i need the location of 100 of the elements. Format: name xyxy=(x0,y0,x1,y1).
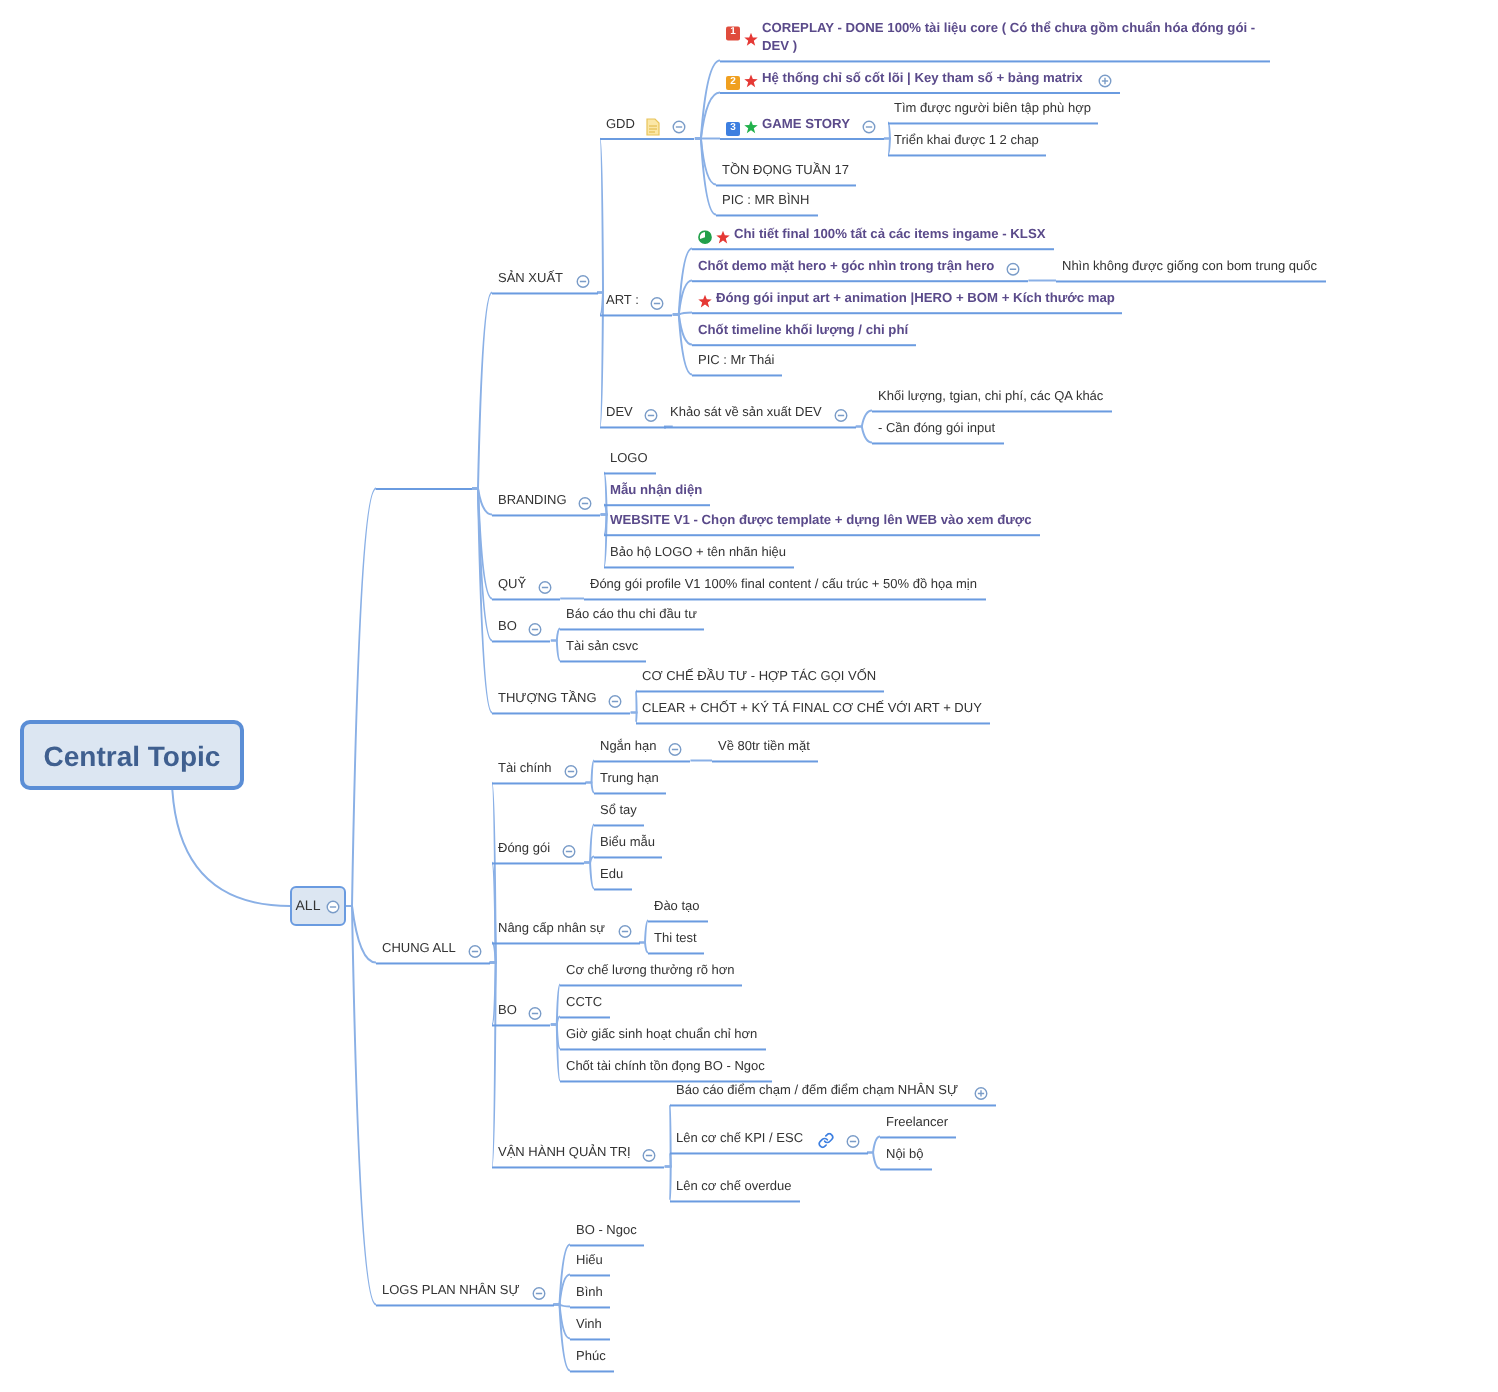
branch-line xyxy=(663,1165,672,1202)
branch-line xyxy=(488,941,497,964)
topic xyxy=(604,482,711,506)
branch-line xyxy=(866,1151,881,1170)
topic xyxy=(872,420,1004,444)
topic xyxy=(636,668,885,692)
branch-line xyxy=(583,861,595,890)
branch-line xyxy=(882,121,891,140)
topic xyxy=(560,606,705,630)
branch-line xyxy=(596,137,605,294)
topic xyxy=(570,1316,610,1340)
topic xyxy=(648,898,708,922)
topic xyxy=(560,638,647,662)
branch-line xyxy=(583,855,595,864)
topic xyxy=(560,994,611,1018)
topic xyxy=(492,576,561,600)
topic xyxy=(594,802,645,826)
topic xyxy=(664,404,856,428)
branch-line xyxy=(583,823,595,864)
topic xyxy=(600,116,695,140)
branch-line xyxy=(663,1151,672,1168)
topic xyxy=(492,1144,665,1168)
branch-line xyxy=(171,789,291,907)
branch-line xyxy=(689,759,713,762)
branch-line xyxy=(638,941,649,954)
branch-line xyxy=(599,513,608,568)
topic xyxy=(570,1252,611,1276)
topic xyxy=(720,70,1121,94)
branch-line xyxy=(599,513,608,536)
branch-line xyxy=(559,597,585,600)
topic xyxy=(492,760,586,784)
branch-line xyxy=(882,137,891,156)
topic xyxy=(604,544,794,568)
branch-line xyxy=(638,919,649,944)
topic xyxy=(692,226,1054,250)
topic xyxy=(720,116,884,140)
topic xyxy=(692,258,1029,282)
branch-line xyxy=(488,961,497,1168)
branch-line xyxy=(629,711,638,724)
branch-line xyxy=(488,861,497,964)
topic xyxy=(376,940,490,964)
branch-line xyxy=(1027,279,1057,282)
topic xyxy=(880,1114,957,1138)
branch-line xyxy=(471,291,493,490)
topic xyxy=(492,618,551,642)
topic xyxy=(604,512,1040,536)
topic xyxy=(594,834,663,858)
topic xyxy=(492,690,631,714)
topic xyxy=(560,1026,766,1050)
topic xyxy=(492,840,585,864)
topic xyxy=(570,1284,611,1308)
topic xyxy=(492,270,598,294)
topic xyxy=(492,492,601,516)
topic xyxy=(716,192,818,216)
branch-line xyxy=(866,1135,881,1154)
topic xyxy=(594,770,667,794)
topic xyxy=(872,388,1112,412)
topic xyxy=(600,292,673,316)
topic xyxy=(492,1002,551,1026)
branch-line xyxy=(671,313,693,376)
branch-line xyxy=(549,1023,561,1082)
topic xyxy=(584,576,985,600)
topic xyxy=(692,322,917,346)
branch-line xyxy=(854,425,873,444)
topic xyxy=(888,132,1047,156)
topic xyxy=(712,738,818,762)
topic xyxy=(692,290,1123,314)
topic xyxy=(670,1082,997,1106)
branch-line xyxy=(549,639,561,662)
topic xyxy=(492,920,639,944)
branch-line xyxy=(596,291,605,428)
branch-line xyxy=(693,137,717,216)
branch-line xyxy=(629,689,638,714)
topic xyxy=(670,1130,868,1154)
topic xyxy=(570,1348,614,1372)
branch-line xyxy=(584,781,595,794)
topic-box xyxy=(20,720,244,790)
topic xyxy=(594,738,691,762)
branch-line xyxy=(471,487,493,714)
topic xyxy=(560,1058,773,1082)
topic xyxy=(670,1178,800,1202)
topic xyxy=(720,20,1270,62)
branch-line xyxy=(345,487,377,907)
topic-box xyxy=(290,886,346,926)
topic xyxy=(570,1222,645,1246)
topic xyxy=(594,866,632,890)
topic xyxy=(692,352,783,376)
branch-line xyxy=(599,503,608,516)
branch-line xyxy=(345,905,377,1306)
topic xyxy=(604,450,656,474)
topic xyxy=(888,100,1099,124)
topic xyxy=(376,1282,554,1306)
branch-line xyxy=(552,1303,571,1372)
topic xyxy=(1056,258,1325,282)
branch-line xyxy=(599,471,608,516)
topic xyxy=(560,962,743,986)
topic xyxy=(880,1146,932,1170)
topic-text: Central Topic xyxy=(43,739,221,771)
topic xyxy=(600,404,667,428)
topic xyxy=(716,162,857,186)
